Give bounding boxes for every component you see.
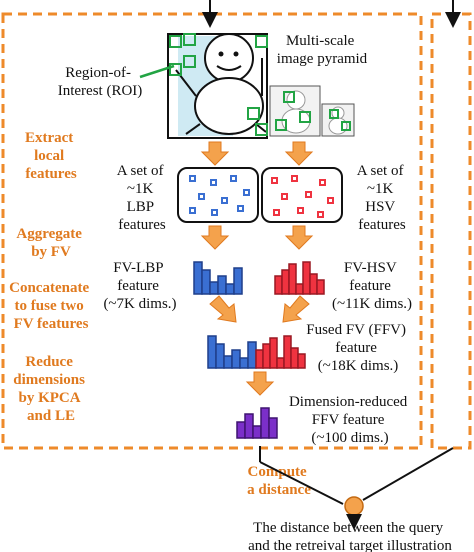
- reduced-ffv-label: Dimension-reduced FFV feature (~100 dims…: [289, 394, 411, 446]
- lbp-set-label: A set of ~1K LBP features: [117, 163, 167, 233]
- fv-hsv-histogram: [274, 261, 325, 295]
- step-extract: Extract local features: [25, 130, 77, 182]
- distance-label: The distance between the query and the r…: [248, 520, 452, 552]
- roi-pointer: [139, 64, 175, 79]
- target-panel-border: [430, 12, 472, 450]
- reduced-ffv-histogram: [236, 407, 278, 439]
- lbp-feature-set: [177, 167, 259, 223]
- lbp-dots: [189, 175, 250, 216]
- fv-lbp-histogram: [193, 261, 243, 295]
- fv-lbp-label: FV-LBP feature (~7K dims.): [103, 260, 176, 312]
- hsv-dots: [271, 175, 334, 218]
- step-concatenate: Concatenate to fuse two FV features: [9, 280, 93, 332]
- roi-label: Region-of- Interest (ROI): [58, 65, 143, 99]
- hsv-feature-set: [261, 167, 343, 223]
- query-to-distance-line: [259, 461, 344, 505]
- step-reduce: Reduce dimensions by KPCA and LE: [13, 354, 88, 424]
- pyramid-label: Multi-scale image pyramid: [277, 33, 368, 67]
- target-to-distance-line: [362, 447, 454, 501]
- fv-hsv-label: FV-HSV feature (~11K dims.): [332, 260, 412, 312]
- orange-arrows: [200, 141, 314, 396]
- step-aggregate: Aggregate by FV: [16, 226, 85, 260]
- hsv-set-label: A set of ~1K HSV features: [357, 163, 407, 233]
- snowman-illustration: [167, 33, 268, 139]
- ffv-label: Fused FV (FFV) feature (~18K dims.): [306, 322, 410, 374]
- query-panel-border: [1, 12, 423, 450]
- roi-squares: [169, 33, 351, 136]
- ffv-histogram: [207, 335, 306, 369]
- step-compute: Compute a distance: [247, 464, 311, 498]
- distance-node: [344, 496, 364, 516]
